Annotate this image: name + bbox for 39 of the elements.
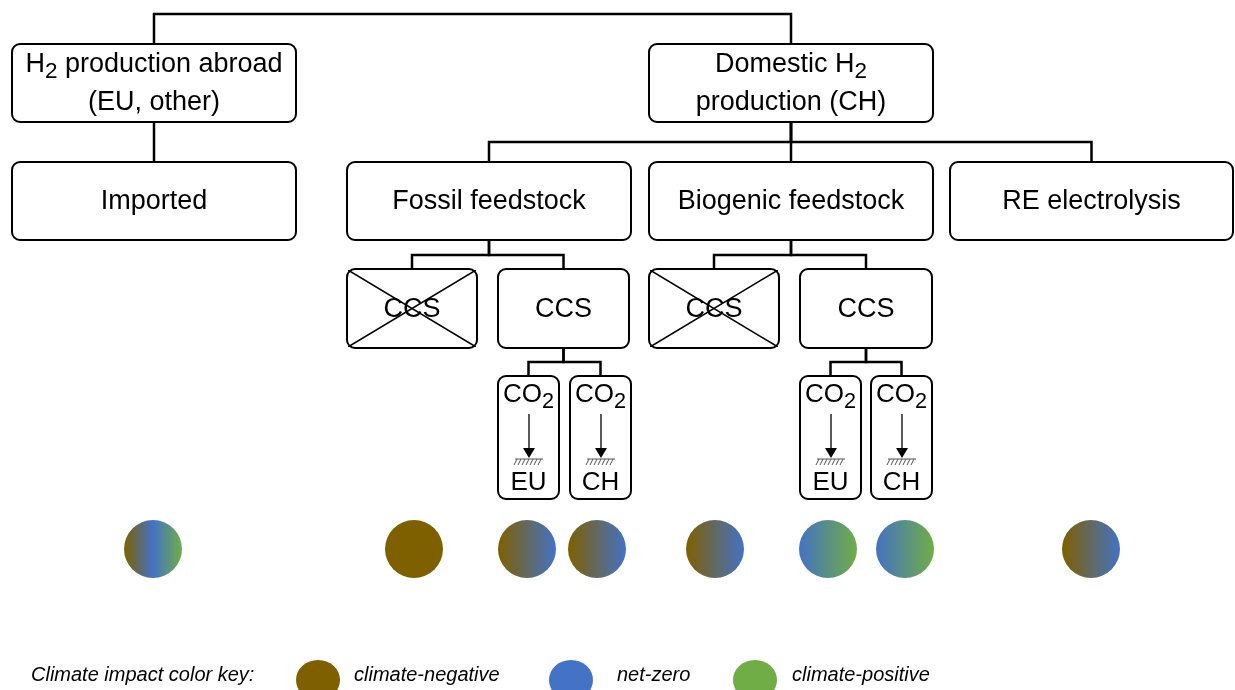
connector-line bbox=[562, 349, 602, 375]
process-box bbox=[497, 268, 630, 349]
process-box bbox=[799, 268, 933, 349]
connector-line bbox=[487, 241, 565, 268]
formula-text: CO$_{2}$ bbox=[574, 379, 626, 413]
connector-line bbox=[789, 123, 1093, 161]
connector-line bbox=[864, 349, 903, 375]
legend-label: net-zero bbox=[617, 663, 691, 686]
formula-text: CO$_{2}$ bbox=[804, 379, 856, 413]
storage-box bbox=[799, 375, 862, 500]
region-text: CH bbox=[581, 467, 620, 496]
region-text: CH bbox=[882, 467, 921, 496]
region-text: EU bbox=[812, 467, 849, 496]
process-box bbox=[11, 43, 297, 123]
formula-text: CO$_{2}$ bbox=[502, 379, 554, 413]
connector-line bbox=[152, 12, 793, 43]
process-box bbox=[11, 161, 297, 241]
node-text: CCS bbox=[837, 291, 895, 325]
process-box bbox=[648, 161, 934, 241]
node-text: CCS bbox=[535, 291, 592, 325]
storage-box bbox=[569, 375, 632, 500]
node-text: Imported bbox=[100, 184, 208, 218]
node-text: H$_{2}$ production abroad (EU, other) bbox=[24, 46, 284, 119]
legend-label: climate-negative bbox=[354, 663, 500, 686]
process-box bbox=[949, 161, 1234, 241]
connector-line bbox=[152, 123, 156, 161]
node-text: Fossil feedstock bbox=[392, 184, 586, 218]
node-text: RE electrolysis bbox=[1002, 184, 1181, 218]
legend-title: Climate impact color key: bbox=[31, 663, 255, 686]
legend-label: climate-positive bbox=[792, 663, 930, 686]
process-box bbox=[346, 161, 632, 241]
process-box bbox=[648, 43, 934, 123]
region-text: EU bbox=[510, 467, 547, 496]
connector-line bbox=[789, 241, 868, 268]
storage-box bbox=[497, 375, 560, 500]
node-text: Biogenic feedstock bbox=[677, 184, 905, 218]
formula-text: CO$_{2}$ bbox=[875, 379, 927, 413]
node-text: Domestic H$_{2}$ production (CH) bbox=[694, 46, 888, 119]
storage-box bbox=[870, 375, 933, 500]
